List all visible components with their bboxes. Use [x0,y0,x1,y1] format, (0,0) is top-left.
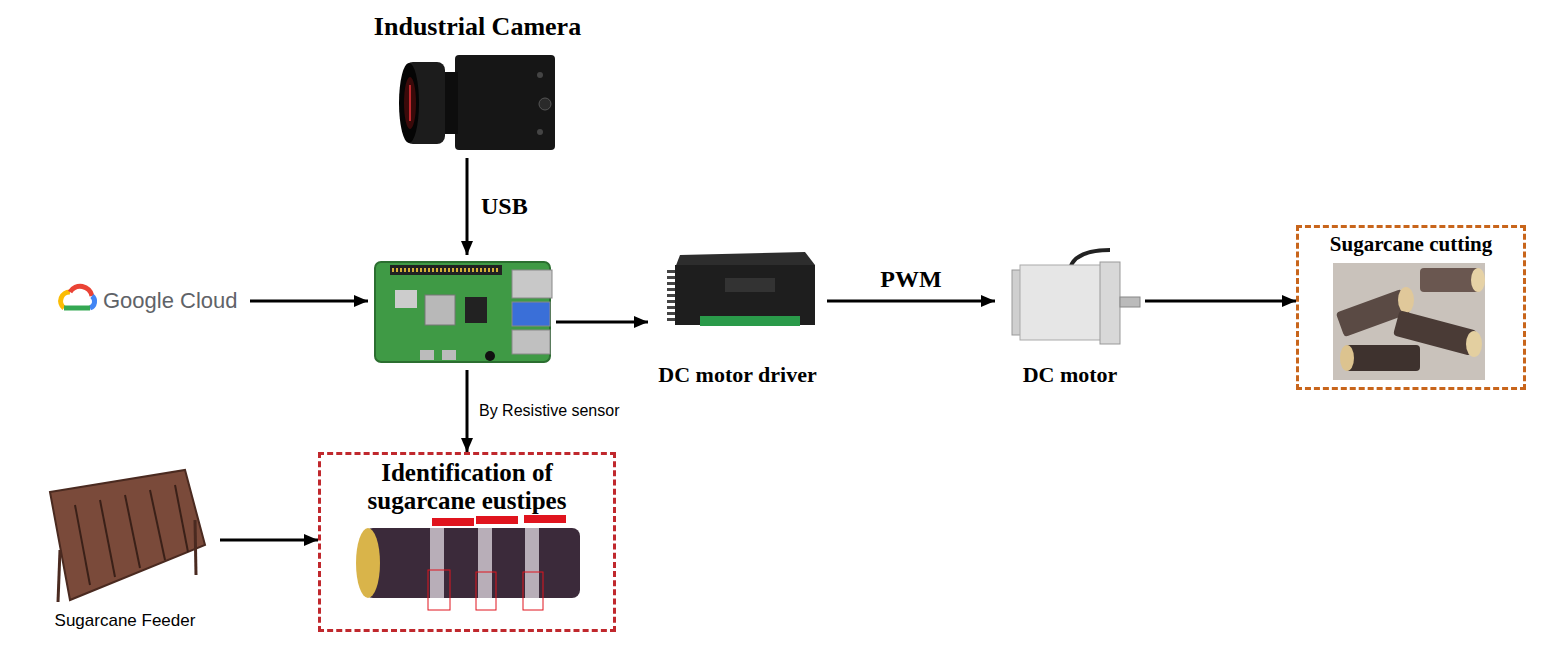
google-cloud-logo-part [90,296,95,308]
sugarcane-feeder-illustration-part [150,490,165,560]
sugarcane-node-illustration-part [356,528,380,598]
node-label: Identification of sugarcane eustipes [336,459,598,514]
edge-label: USB [479,193,530,220]
connector-arrow [1145,300,1296,303]
sugarcane-feeder-illustration [50,470,205,602]
raspberry-pi-board-part [465,297,487,323]
raspberry-pi-board [375,262,552,362]
raspberry-pi-board-part [425,295,455,325]
cut-sugarcane-photo-part [1466,331,1482,357]
dc-motor-illustration [1012,250,1140,344]
feeder-node: Sugarcane Feeder [30,465,220,635]
motor-driver-illustration [671,252,815,326]
cut-sugarcane-photo-part [1333,263,1485,380]
sugarcane-node-illustration-part [523,572,543,610]
cut-sugarcane-photo-part [1398,287,1414,313]
cloud-node: Google Cloud [55,284,250,318]
cut-sugarcane-photo-part [1471,268,1485,292]
camera-illustration-part [409,85,411,121]
node-label: Sugarcane Feeder [55,611,196,631]
sugarcane-node-illustration-part [478,528,492,598]
camera-illustration-part [537,72,543,78]
connector-arrow [220,539,318,542]
raspberry-pi-board-part [442,350,456,360]
node-label: Google Cloud [103,288,238,314]
sugarcane-feeder-illustration-part [58,550,60,602]
raspberry-pi-board-part [395,290,417,308]
driver-node: DC motor driver [648,248,827,392]
sugarcane-node-illustration-part [432,518,474,526]
raspberry-pi-board-part [390,265,502,275]
node-label: DC motor driver [658,362,816,388]
google-cloud-logo-part [70,286,92,296]
motor-driver-illustration-part [667,270,675,322]
edge-label: By Resistive sensor [477,402,622,420]
edge-label: PWM [878,266,943,293]
sugarcane-feeder-illustration-part [100,500,115,577]
motor-driver-illustration-part [675,265,815,325]
node-label: Industrial Camera [374,12,581,42]
dc-motor-illustration-part [1100,262,1120,344]
sugarcane-feeder-illustration-part [50,470,205,600]
sugarcane-feeder-illustration-part [195,520,196,575]
motor-node: DC motor [995,248,1145,392]
connector-arrow [250,300,368,303]
raspberry-pi-board-part [420,350,434,360]
node-label: DC motor [1023,362,1118,388]
google-cloud-logo [61,286,95,308]
cut-sugarcane-photo-part [1340,345,1354,371]
dc-motor-illustration-part [1020,265,1102,340]
motor-driver-illustration-part [725,278,775,292]
raspberry-pi-board-part [392,268,500,272]
camera-illustration-part [455,55,555,150]
camera-node: Industrial Camera [355,8,600,158]
sugarcane-node-illustration-part [524,515,566,523]
sugarcane-feeder-illustration-part [175,485,188,552]
sugarcane-node-illustration-part [525,528,539,598]
connector-arrow [556,321,648,324]
google-cloud-logo-part [64,306,90,311]
camera-illustration-part [537,129,543,135]
camera-illustration-part [399,63,419,143]
camera-illustration-part [404,77,416,129]
camera-illustration [399,55,555,150]
output-box: Sugarcane cutting [1296,225,1526,390]
raspberry-pi-board-part [485,351,495,361]
controller-node [368,255,556,370]
sugarcane-node-illustration-part [428,570,450,610]
sugarcane-node-illustration-part [430,528,444,598]
sugarcane-feeder-illustration-part [125,495,140,568]
sugarcane-node-illustration [356,515,580,610]
raspberry-pi-board-part [512,302,550,326]
raspberry-pi-board-part [512,330,550,354]
sugarcane-node-illustration-part [365,528,580,598]
motor-driver-illustration-part [700,316,800,326]
raspberry-pi-board-part [512,270,552,298]
cut-sugarcane-photo-part [1345,345,1420,371]
node-label: Sugarcane cutting [1330,232,1492,257]
sugarcane-feeder-illustration-part [75,505,90,585]
connector-arrow [466,370,469,452]
connector-arrow [827,300,995,303]
sugarcane-node-illustration-part [476,572,496,610]
cut-sugarcane-photo [1333,263,1485,380]
camera-illustration-part [539,98,551,110]
dc-motor-illustration-part [1120,297,1140,307]
sugarcane-node-illustration-part [476,516,518,524]
connector-arrow [466,158,469,255]
identification-box: Identification of sugarcane eustipes [318,452,616,632]
